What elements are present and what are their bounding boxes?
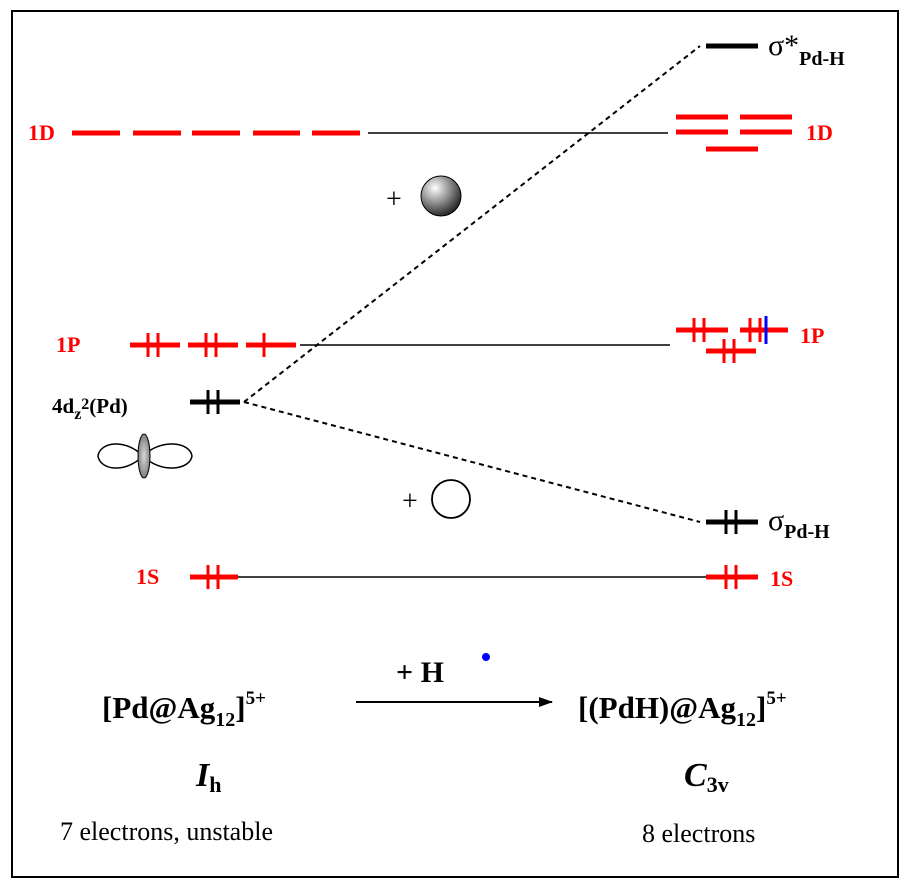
- radical-dot-icon: [482, 653, 490, 661]
- product-formula: [(PdH)@Ag12]5+: [578, 688, 787, 731]
- correlation-line-lower: [243, 401, 701, 523]
- reactant-formula: [Pd@Ag12]5+: [102, 688, 266, 731]
- left-1S-level: [190, 565, 238, 589]
- sigma-level: [706, 510, 758, 534]
- hydrogen-circle-icon: [431, 479, 471, 519]
- right-1D-label: 1D: [806, 120, 833, 145]
- plus-sign-lower: +: [402, 486, 418, 517]
- left-1D-label: 1D: [28, 120, 55, 145]
- right-1P-label: 1P: [800, 323, 824, 348]
- sigma-label: σPd-H: [768, 504, 830, 543]
- right-1D-levels: [676, 114, 792, 152]
- plus-sign-upper: +: [386, 184, 402, 215]
- right-1S-label: 1S: [770, 566, 793, 591]
- right-1P-levels: [676, 318, 788, 363]
- dz2-orbital-icon: [97, 433, 193, 479]
- left-1S-label: 1S: [136, 564, 159, 589]
- left-1P-levels: [130, 333, 296, 357]
- reagent-label: + H: [396, 656, 444, 689]
- right-symmetry-label: C3v: [684, 757, 729, 797]
- left-caption: 7 electrons, unstable: [60, 817, 273, 846]
- pd-dz2-level: [190, 390, 240, 414]
- correlation-line-upper: [243, 45, 701, 403]
- frame-border: [11, 10, 899, 878]
- right-caption: 8 electrons: [642, 819, 755, 848]
- sigma-star-label: σ*Pd-H: [768, 29, 845, 70]
- left-1P-label: 1P: [56, 332, 80, 357]
- pd-orbital-label: 4dz2(Pd): [52, 394, 128, 423]
- left-symmetry-label: Ih: [195, 757, 221, 797]
- right-1S-level: [706, 565, 758, 589]
- hydrogen-sphere-icon: [420, 175, 462, 217]
